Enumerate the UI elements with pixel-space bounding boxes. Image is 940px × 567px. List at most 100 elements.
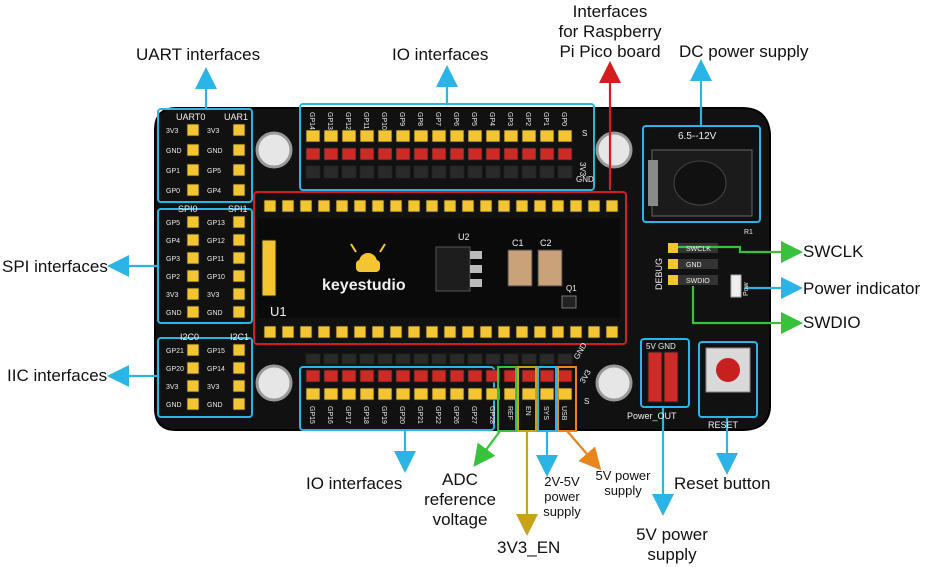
silk-pow: Pow bbox=[743, 281, 750, 296]
io-bottom-signal-pin bbox=[377, 387, 393, 401]
io-top-signal-pin bbox=[539, 129, 555, 143]
label-pico: Interfaces for Raspberry Pi Pico board bbox=[540, 2, 680, 62]
i2c-left-pin bbox=[186, 397, 200, 411]
label-5v-small: 5V power supply bbox=[583, 468, 663, 498]
io-bottom-label: GP16 bbox=[326, 406, 333, 424]
io-top-signal-pin bbox=[305, 129, 321, 143]
io-top-3v3-pin bbox=[323, 147, 339, 161]
uart-left-pin bbox=[186, 183, 200, 197]
label-pico-line1: Interfaces bbox=[572, 2, 648, 21]
io-bottom-gnd-pin bbox=[485, 353, 501, 365]
i2c-right-label: GP15 bbox=[207, 348, 225, 355]
silk-power-out: Power_OUT bbox=[627, 411, 677, 421]
io-bottom-label: GP18 bbox=[362, 406, 369, 424]
io-bottom-label: EN bbox=[524, 406, 531, 416]
i2c-right-pin bbox=[232, 361, 246, 375]
iic-box bbox=[157, 337, 253, 418]
io-bottom-gnd-pin bbox=[449, 353, 465, 365]
spi-right-pin bbox=[232, 305, 246, 319]
io-bottom-3v3-pin bbox=[359, 369, 375, 383]
uart-right-pin bbox=[232, 163, 246, 177]
io-bottom-label: GP27 bbox=[470, 406, 477, 424]
pico-top-pin bbox=[317, 199, 331, 213]
io-bottom-3v3-pin bbox=[305, 369, 321, 383]
io-bottom-gnd-pin bbox=[521, 353, 537, 365]
io-top-3v3-pin bbox=[305, 147, 321, 161]
spi-right-label: 3V3 bbox=[207, 292, 220, 299]
io-bottom-3v3-pin bbox=[521, 369, 537, 383]
pico-bottom-pin bbox=[605, 325, 619, 339]
io-top-label: GP7 bbox=[434, 112, 441, 126]
io-bottom-gnd-pin bbox=[503, 353, 519, 365]
io-top-3v3-pin bbox=[341, 147, 357, 161]
silk-q1: Q1 bbox=[566, 284, 577, 293]
label-pico-line2: for Raspberry bbox=[558, 22, 662, 41]
power-out-box bbox=[640, 338, 690, 408]
pico-top-pin bbox=[299, 199, 313, 213]
pico-top-pin bbox=[335, 199, 349, 213]
io-top-signal-pin bbox=[503, 129, 519, 143]
transistor-q1 bbox=[561, 295, 577, 309]
io-bottom-label: REF bbox=[506, 406, 513, 420]
io-top-label: GP8 bbox=[416, 112, 423, 126]
io-top-gnd-pin bbox=[503, 165, 519, 179]
pico-bottom-pin bbox=[263, 325, 277, 339]
io-bottom-label: GP26 bbox=[452, 406, 459, 424]
arrow-usb bbox=[566, 430, 602, 471]
io-bottom-signal-pin bbox=[449, 387, 465, 401]
silk-3v3-top: 3V3 bbox=[578, 162, 587, 177]
io-bottom-gnd-pin bbox=[323, 353, 339, 365]
silk-reset: RESET bbox=[708, 420, 739, 430]
io-bottom-signal-pin bbox=[305, 387, 321, 401]
io-bottom-gnd-pin bbox=[467, 353, 483, 365]
io-top-signal-pin bbox=[485, 129, 501, 143]
io-bottom-3v3-pin bbox=[485, 369, 501, 383]
io-bottom-signal-pin bbox=[341, 387, 357, 401]
capacitors bbox=[507, 249, 563, 287]
uart-left-label: GP0 bbox=[166, 188, 180, 195]
io-top-label: GP10 bbox=[380, 112, 387, 130]
spi-right-label: GP13 bbox=[207, 220, 225, 227]
spi-right-label: GND bbox=[207, 310, 223, 317]
uart-left-label: 3V3 bbox=[166, 128, 179, 135]
io-bottom-3v3-pin bbox=[341, 369, 357, 383]
label-spi: SPI interfaces bbox=[2, 257, 108, 276]
io-top-signal-pin bbox=[449, 129, 465, 143]
io-bottom-signal-pin bbox=[413, 387, 429, 401]
label-5v-small-line1: 5V power bbox=[595, 468, 651, 483]
label-2v5v-line1: 2V-5V bbox=[544, 474, 580, 489]
io-top-gnd-pin bbox=[359, 165, 375, 179]
pico-top-pin bbox=[425, 199, 439, 213]
pico-top-pin bbox=[407, 199, 421, 213]
io-top-label: GP13 bbox=[326, 112, 333, 130]
io-top-label: GP9 bbox=[398, 112, 405, 126]
pico-bottom-pin bbox=[461, 325, 475, 339]
label-3v3-en: 3V3_EN bbox=[497, 538, 561, 557]
io-top-gnd-pin bbox=[449, 165, 465, 179]
io-top-3v3-pin bbox=[413, 147, 429, 161]
io-bottom-3v3-pin bbox=[395, 369, 411, 383]
i2c-left-pin bbox=[186, 343, 200, 357]
io-bottom-gnd-pin bbox=[413, 353, 429, 365]
io-top-signal-pin bbox=[557, 129, 573, 143]
uart-right-label: 3V3 bbox=[207, 128, 220, 135]
io-top-3v3-pin bbox=[359, 147, 375, 161]
label-5v-small-line2: supply bbox=[604, 483, 642, 498]
label-2v5v-line3: supply bbox=[543, 504, 581, 519]
io-bottom-label: GP15 bbox=[308, 406, 315, 424]
silk-spi1: SPI1 bbox=[228, 204, 248, 214]
io-bottom-label: GP17 bbox=[344, 406, 351, 424]
io-bottom-label: SYS bbox=[542, 406, 549, 420]
label-power-indicator: Power indicator bbox=[803, 279, 921, 298]
uart-right-label: GND bbox=[207, 148, 223, 155]
io-top-signal-pin bbox=[377, 129, 393, 143]
io-top-gnd-pin bbox=[521, 165, 537, 179]
io-top-3v3-pin bbox=[449, 147, 465, 161]
io-top-label: GP11 bbox=[362, 112, 369, 129]
io-top-gnd-pin bbox=[305, 165, 321, 179]
label-5v-big-line2: supply bbox=[647, 545, 697, 564]
io-bottom-signal-pin bbox=[485, 387, 501, 401]
label-uart: UART interfaces bbox=[136, 45, 261, 64]
